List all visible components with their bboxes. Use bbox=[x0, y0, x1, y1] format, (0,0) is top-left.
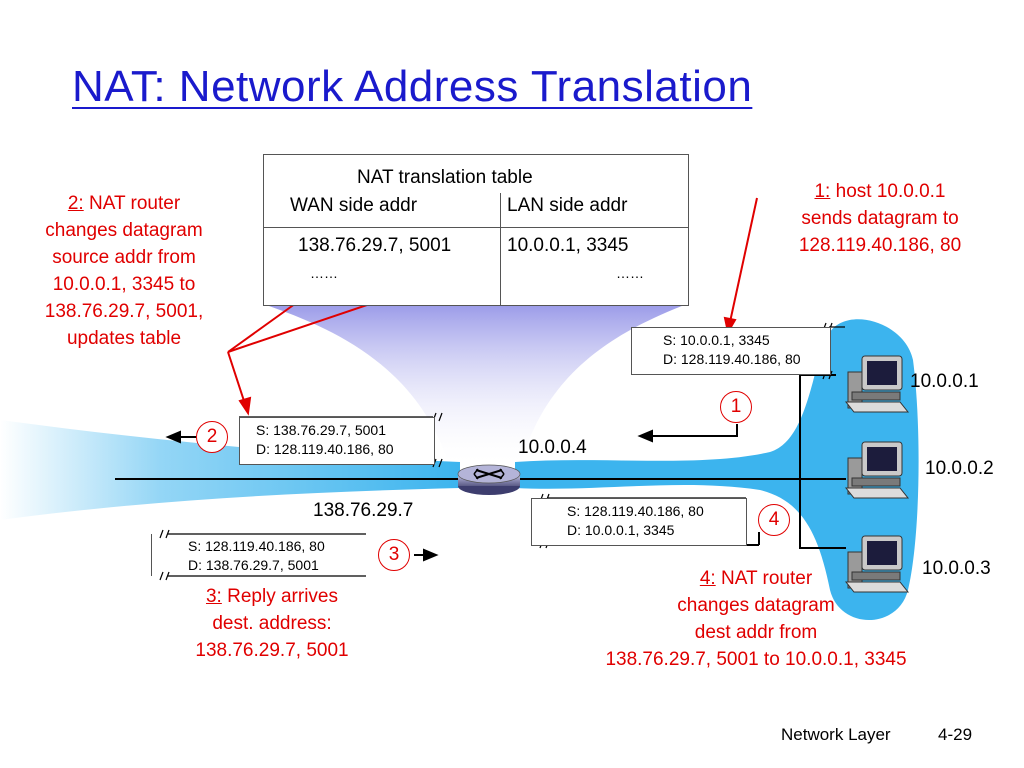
packet-1: S: 10.0.0.1, 3345 D: 128.119.40.186, 80 bbox=[631, 327, 831, 375]
table-column-divider bbox=[500, 193, 501, 305]
step-2-marker: 2 bbox=[196, 421, 228, 453]
step-4-marker: 4 bbox=[758, 504, 790, 536]
footer-section: Network Layer bbox=[781, 725, 891, 744]
table-more-wan: …… bbox=[310, 265, 338, 281]
host-3-address: 10.0.0.3 bbox=[922, 558, 991, 579]
note-1-number: 1: bbox=[814, 181, 831, 202]
nat-translation-table: NAT translation table WAN side addr LAN … bbox=[263, 154, 689, 306]
step-1-marker: 1 bbox=[720, 391, 752, 423]
note-step-4: 4: NAT router changes datagram dest addr… bbox=[605, 568, 907, 670]
host-computer-icon bbox=[844, 355, 910, 413]
step-3-marker: 3 bbox=[378, 539, 410, 571]
lan-network-blob bbox=[515, 319, 919, 620]
table-col-wan: WAN side addr bbox=[290, 195, 418, 216]
packet-4: S: 128.119.40.186, 80 D: 10.0.0.1, 3345 bbox=[531, 498, 747, 546]
packet-3: S: 128.119.40.186, 80 D: 138.76.29.7, 50… bbox=[151, 534, 366, 576]
router-lan-address: 10.0.0.4 bbox=[518, 437, 587, 458]
note-step-1: 1: host 10.0.0.1 sends datagram to 128.1… bbox=[798, 181, 962, 256]
note-4-number: 4: bbox=[699, 568, 716, 589]
page-title: NAT: Network Address Translation bbox=[72, 62, 753, 111]
host-1-address: 10.0.0.1 bbox=[910, 371, 979, 392]
packet-2: S: 138.76.29.7, 5001 D: 128.119.40.186, … bbox=[239, 417, 435, 465]
table-header-rule bbox=[264, 227, 688, 228]
table-row-wan: 138.76.29.7, 5001 bbox=[298, 235, 452, 256]
router-wan-address: 138.76.29.7 bbox=[313, 500, 414, 521]
note-3-number: 3: bbox=[205, 586, 222, 607]
table-more-lan: …… bbox=[616, 265, 644, 281]
table-heading: NAT translation table bbox=[357, 167, 533, 188]
wan-side-wash bbox=[0, 420, 460, 520]
note-step-3: 3: Reply arrives dest. address: 138.76.2… bbox=[195, 586, 349, 661]
table-col-lan: LAN side addr bbox=[507, 195, 628, 216]
note-2-number: 2: bbox=[67, 193, 84, 214]
table-row-lan: 10.0.0.1, 3345 bbox=[507, 235, 629, 256]
host-computer-icon bbox=[844, 535, 910, 593]
host-2-address: 10.0.0.2 bbox=[925, 458, 994, 479]
router-icon bbox=[457, 464, 521, 495]
note-step-2: 2: NAT router changes datagram source ad… bbox=[44, 193, 204, 349]
table-funnel bbox=[263, 304, 687, 468]
footer-page-number: 4-29 bbox=[938, 725, 973, 744]
host-computer-icon bbox=[844, 441, 910, 499]
